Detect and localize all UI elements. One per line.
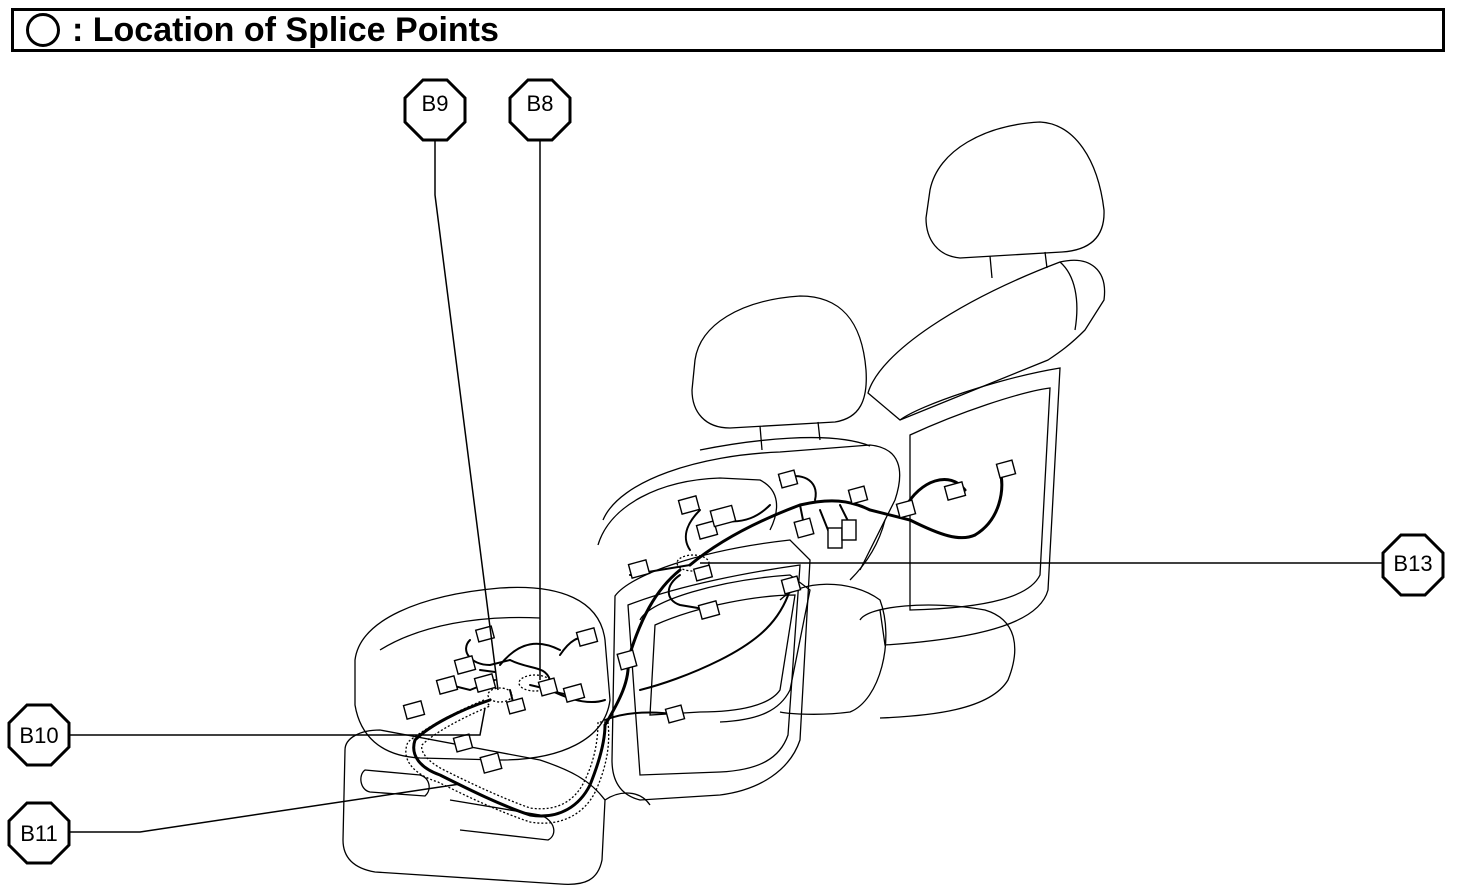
page-title: : Location of Splice Points [72,11,499,49]
connectors [402,459,1017,774]
splice-label-b8: B8 [527,91,554,116]
splice-badge-b9: B9 [403,78,467,142]
splice-badge-b8: B8 [508,78,572,142]
seat-outline [342,121,1106,886]
splice-label-b9: B9 [422,91,449,116]
circle-icon [26,13,60,47]
splice-label-b13: B13 [1393,551,1432,576]
title-bar: : Location of Splice Points [11,8,1445,52]
splice-badge-b10: B10 [7,703,71,767]
splice-label-b10: B10 [19,723,58,748]
leader-lines [68,132,1384,833]
splice-label-b11: B11 [20,821,58,846]
splice-badge-b11: B11 [7,801,71,865]
splice-badge-b13: B13 [1381,533,1445,597]
